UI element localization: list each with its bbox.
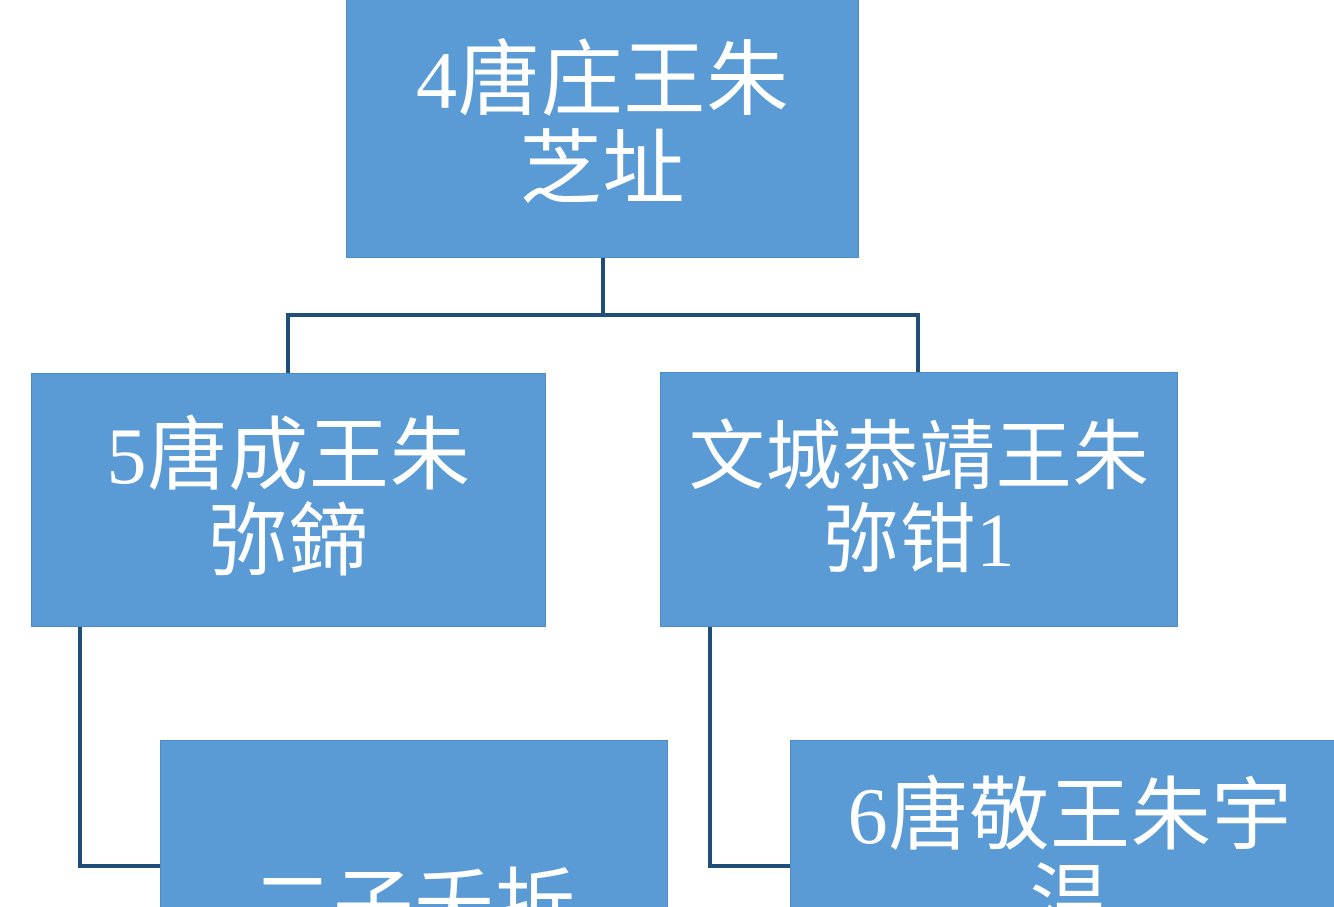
- node-left-child-label: 二子夭折: [173, 864, 655, 907]
- node-left-child[interactable]: 二子夭折: [160, 740, 668, 907]
- node-right-child[interactable]: 6唐敬王朱宇温: [790, 740, 1334, 907]
- node-left[interactable]: 5唐成王朱弥鍗: [31, 373, 546, 627]
- node-root[interactable]: 4唐庄王朱芝址: [346, 0, 859, 258]
- node-left-label: 5唐成王朱弥鍗: [106, 412, 471, 587]
- node-right-label: 文城恭靖王朱弥钳1: [688, 416, 1150, 583]
- connector-right-to-right-child: [708, 627, 790, 868]
- connector-root-to-right: [601, 258, 920, 372]
- connector-root-to-left: [286, 258, 605, 373]
- node-right[interactable]: 文城恭靖王朱弥钳1: [660, 372, 1178, 627]
- node-right-child-label: 6唐敬王朱宇温: [847, 772, 1293, 907]
- node-root-label: 4唐庄王朱芝址: [415, 35, 790, 215]
- connector-left-to-left-child: [78, 627, 160, 868]
